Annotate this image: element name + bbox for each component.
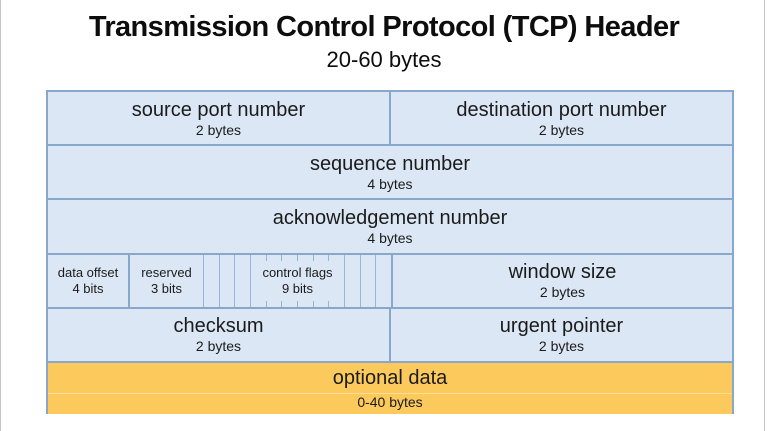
screenshot-right-edge — [764, 0, 765, 431]
screenshot-left-edge — [0, 0, 1, 431]
field-checksum: checksum 2 bytes — [48, 308, 389, 362]
row-flags-window: data offset 4 bits reserved 3 bits — [48, 252, 732, 307]
field-label: sequence number — [309, 152, 471, 175]
row-optional-data: optional data 0-40 bytes — [48, 361, 732, 415]
field-size-label: 2 bytes — [195, 121, 242, 138]
field-size-label: 9 bits — [281, 280, 314, 296]
field-optional-data: optional data 0-40 bytes — [48, 363, 732, 415]
control-flag-bit-cell — [204, 255, 219, 307]
field-control-flags: control flags 9 bits — [203, 254, 391, 307]
field-sequence-number: sequence number 4 bytes — [48, 146, 732, 199]
field-label: reserved — [141, 264, 192, 280]
field-size-label: 4 bits — [72, 280, 104, 296]
field-label: checksum — [173, 315, 264, 338]
optional-data-size-area: 0-40 bytes — [48, 393, 732, 414]
page-title: Transmission Control Protocol (TCP) Head… — [88, 11, 680, 43]
field-size-label: 3 bits — [150, 280, 183, 296]
field-size-label: 2 bytes — [538, 121, 585, 138]
control-flag-bit-cell — [218, 254, 235, 307]
control-flag-bit-cell — [250, 254, 266, 307]
field-reserved: reserved 3 bits — [128, 254, 203, 307]
page-subtitle: 20-60 bytes — [326, 47, 442, 72]
tcp-header-table: source port number 2 bytes destination p… — [46, 90, 734, 415]
field-label: acknowledgement number — [272, 207, 508, 229]
control-flag-bit-cell — [359, 254, 376, 307]
row-acknowledgement-number: acknowledgement number 4 bytes — [48, 198, 732, 253]
field-size-label: 4 bytes — [367, 175, 413, 192]
control-flag-bit-cell — [375, 254, 391, 307]
field-label: optional data — [332, 366, 448, 389]
field-urgent-pointer: urgent pointer 2 bytes — [389, 308, 732, 362]
row-sequence-number: sequence number 4 bytes — [48, 144, 732, 199]
control-flag-bit-cell — [344, 254, 360, 307]
field-size-label: 0-40 bytes — [357, 394, 423, 411]
field-data-offset: data offset 4 bits — [48, 254, 128, 307]
row-ports: source port number 2 bytes destination p… — [48, 92, 732, 145]
field-label: urgent pointer — [499, 315, 624, 338]
field-label: control flags — [262, 264, 333, 280]
field-label: window size — [508, 261, 617, 284]
field-source-port: source port number 2 bytes — [48, 92, 389, 145]
control-flags-label: control flags 9 bits — [257, 260, 338, 301]
control-flag-bit-cell — [234, 254, 250, 307]
field-label: destination port number — [456, 98, 667, 121]
field-label: source port number — [131, 98, 306, 121]
field-window-size: window size 2 bytes — [391, 254, 732, 307]
field-size-label: 2 bytes — [195, 338, 242, 355]
row-checksum-urgent: checksum 2 bytes urgent pointer 2 bytes — [48, 306, 732, 362]
field-size-label: 2 bytes — [539, 284, 586, 301]
optional-data-label-area: optional data — [48, 363, 732, 393]
field-size-label: 2 bytes — [538, 338, 585, 355]
field-label: data offset — [57, 264, 119, 280]
field-acknowledgement-number: acknowledgement number 4 bytes — [48, 200, 732, 253]
field-size-label: 4 bytes — [367, 230, 413, 246]
field-destination-port: destination port number 2 bytes — [389, 92, 732, 145]
